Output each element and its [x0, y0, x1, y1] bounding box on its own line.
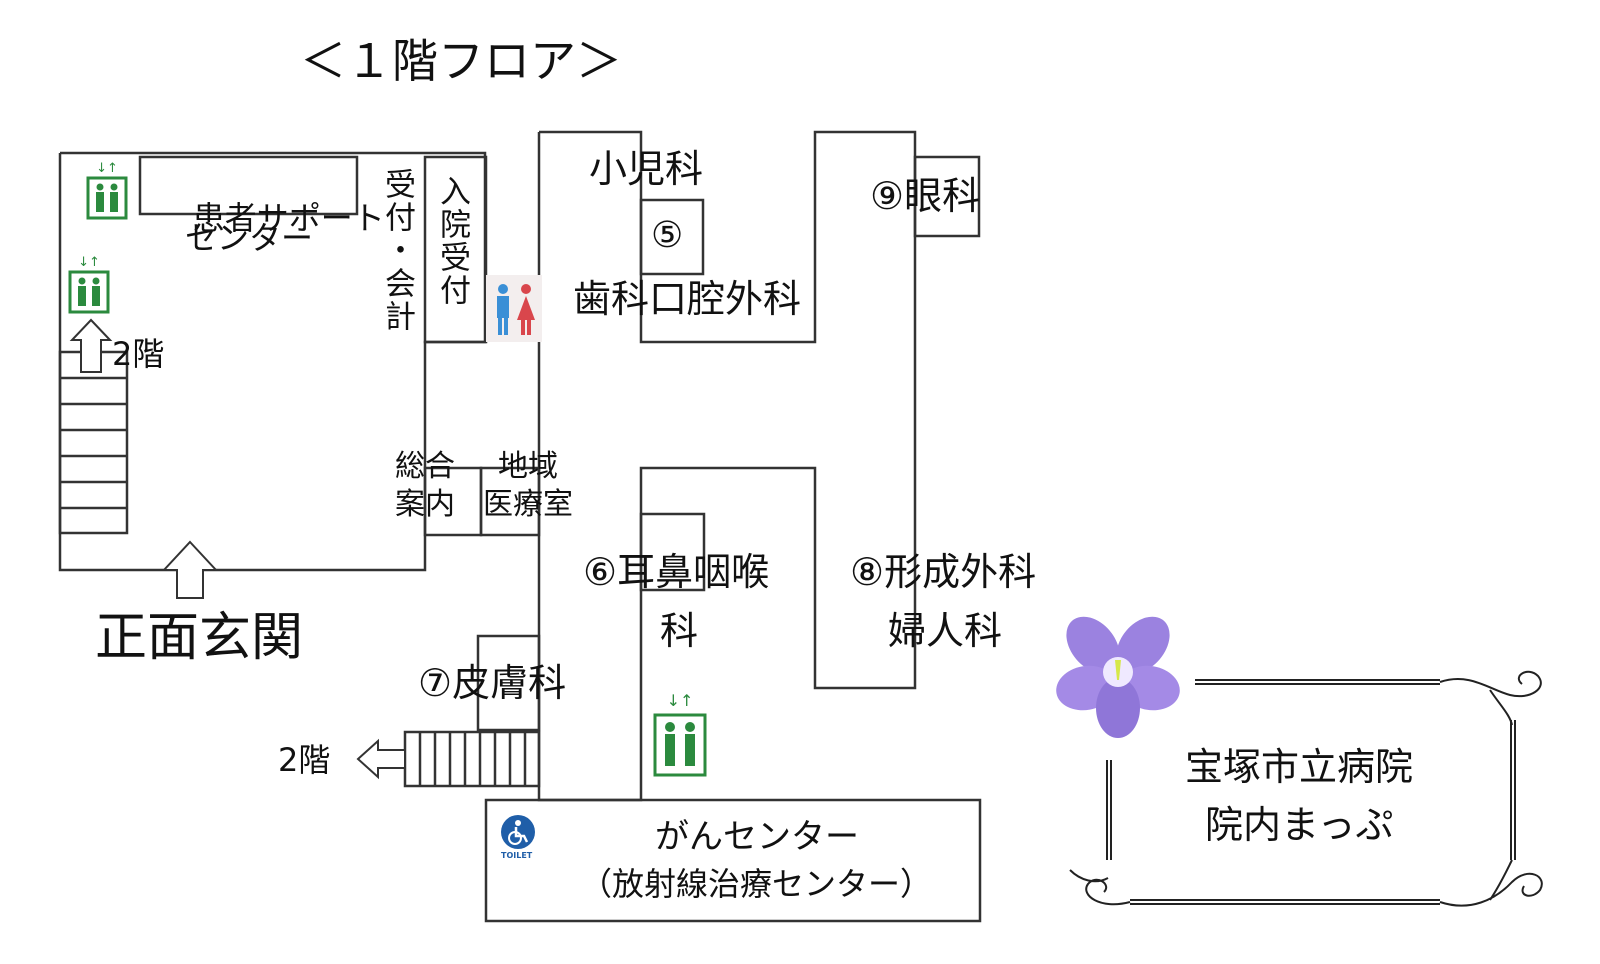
svg-text:↓↑: ↓↑ — [96, 161, 118, 176]
map-title-line1: 宝塚市立病院 — [1185, 745, 1414, 789]
room-5 — [639, 198, 705, 276]
room-label-5: ⑤ — [651, 215, 684, 256]
room-label-ent-line2: 科 — [660, 609, 699, 653]
left-stairs — [58, 350, 129, 535]
room-label-cancer-line2: （放射線治療センター） — [580, 865, 933, 903]
toilet-text: TOILET — [501, 851, 533, 860]
wheelchair-toilet-icon — [501, 815, 535, 849]
left-arrow-icon — [356, 738, 406, 780]
room-label-plastic-line1: ⑧形成外科 — [850, 550, 1037, 594]
room-label-general-info-line1: 総合 — [395, 449, 455, 484]
room-label-plastic-line2: 婦人科 — [888, 609, 1003, 653]
room-label-pediatrics: 小児科 — [589, 147, 704, 191]
dermatology-room — [476, 634, 541, 732]
up-arrow-icon — [69, 318, 113, 373]
room-label-dental: 歯科口腔外科 — [573, 277, 802, 321]
cancer-center-room — [484, 798, 982, 923]
ophthalmology-room — [913, 155, 981, 238]
pediatrics-wall — [537, 130, 917, 802]
lower-stairs-label: 2階 — [278, 741, 331, 779]
room-label-line: 患者サポート — [192, 199, 385, 237]
restroom-icon — [486, 275, 542, 342]
floor-title: ＜１階フロア＞ — [300, 34, 622, 88]
svg-text:↓↑: ↓↑ — [667, 691, 694, 710]
upper-stairs-label: 2階 — [112, 335, 165, 373]
room-label-patient-support-line2: センター — [185, 219, 314, 257]
room-label-ophthalmology: ⑨眼科 — [870, 174, 981, 218]
room-label-regional-line2: 医療室 — [483, 487, 573, 522]
room-label-cancer-line1: がんセンター — [655, 817, 859, 857]
bottom-stairs — [403, 730, 541, 788]
patient-support-room — [138, 155, 359, 216]
room-label-ent-line1: ⑥耳鼻咽喉 — [583, 550, 770, 594]
room-label-dermatology: ⑦皮膚科 — [418, 661, 567, 705]
svg-text:↓↑: ↓↑ — [78, 255, 100, 270]
room-label-general-info-line2: 案内 — [395, 487, 455, 522]
room-label-regional-line1: 地域 — [498, 449, 558, 484]
room-label-reception-accounting: 受付・会計 — [379, 168, 415, 333]
entrance-label: 正面玄関 — [95, 608, 304, 668]
violet-flower-icon — [1056, 616, 1180, 738]
room-label-admission-reception: 入院受付 — [434, 175, 470, 307]
room-label-patient-support: 患者サポート — [152, 170, 385, 266]
up-arrow-icon — [161, 540, 219, 599]
elevator-icon: ↓↑ — [86, 158, 128, 220]
elevator-icon: ↓↑ — [68, 252, 110, 314]
admission-counter — [423, 155, 488, 344]
ent-inner-room — [639, 512, 706, 592]
elevator-icon: ↓↑ — [653, 688, 707, 778]
ornamental-frame — [1069, 670, 1543, 907]
map-title-line2: 院内まっぷ — [1205, 803, 1394, 847]
